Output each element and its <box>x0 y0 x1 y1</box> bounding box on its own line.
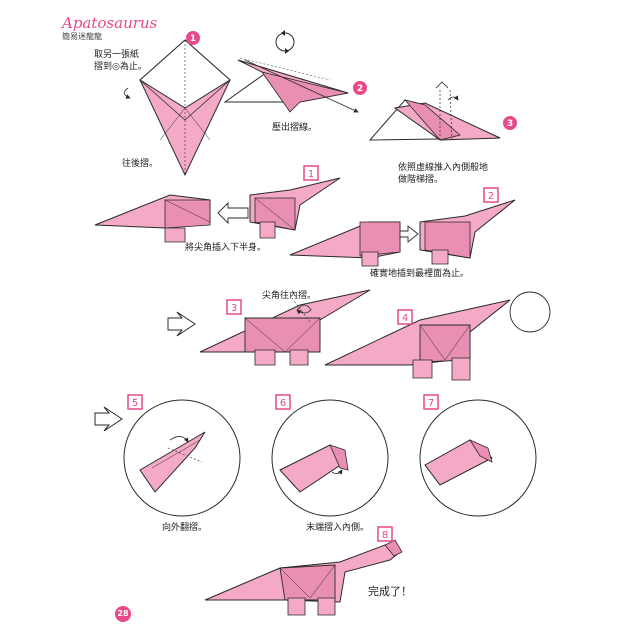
square-step-7: 7 <box>423 394 439 410</box>
caption-insert-fully: 確實地插到最裡面為止。 <box>370 269 470 279</box>
square-step-5: 5 <box>127 394 143 410</box>
page-number: 28 <box>115 606 131 622</box>
finished-apatosaurus <box>204 539 403 616</box>
circle-step-3: 3 <box>503 116 517 130</box>
flatten-fold-figure <box>223 30 359 113</box>
caption-tuck-end: 末端摺入內側。 <box>306 523 370 533</box>
square-step-2: 2 <box>483 187 499 203</box>
square-step-8-label: 8 <box>382 530 388 541</box>
circle-step-1-label: 1 <box>190 34 196 44</box>
caption-tip-inward: 尖角往內摺。 <box>262 291 317 301</box>
caption-step-fold-b: 做階梯摺。 <box>398 175 444 185</box>
page-subtitle: 簡易迷龍龍 <box>62 32 102 41</box>
neck-detail-7 <box>419 399 537 517</box>
caption-finished: 完成了！ <box>368 585 412 598</box>
square-step-5-label: 5 <box>132 398 138 409</box>
square-step-1-label: 1 <box>308 169 314 180</box>
caption-take-paper: 取另一張紙 <box>94 50 140 60</box>
square-step-3: 3 <box>226 299 242 315</box>
neck-detail-6 <box>271 399 389 517</box>
square-step-4: 4 <box>397 309 413 325</box>
neck-detail-5 <box>94 399 241 517</box>
body-inserted-figure <box>289 199 516 267</box>
square-step-6-label: 6 <box>280 398 286 409</box>
caption-fold-back: 往後摺。 <box>122 159 159 169</box>
caption-outside-reverse: 向外翻摺。 <box>162 523 208 533</box>
square-step-1: 1 <box>303 165 319 181</box>
circle-step-2: 2 <box>353 81 367 95</box>
step-fold-figure <box>368 81 501 141</box>
square-step-4-label: 4 <box>402 313 408 324</box>
square-step-6: 6 <box>275 394 291 410</box>
kite-fold-figure <box>124 39 231 177</box>
caption-fold-to-mark: 摺到◎為止。 <box>94 62 147 72</box>
square-step-8: 8 <box>377 526 393 542</box>
caption-insert-tip: 將尖角插入下半身。 <box>185 243 267 253</box>
circle-step-2-label: 2 <box>357 84 363 94</box>
square-step-3-label: 3 <box>231 303 237 314</box>
combined-body-figure-a <box>167 289 371 366</box>
combined-body-figure-b <box>324 291 551 381</box>
page-title: Apatosaurus <box>62 14 158 32</box>
circle-step-3-label: 3 <box>507 119 513 129</box>
caption-crease: 壓出摺線。 <box>272 123 318 133</box>
square-step-2-label: 2 <box>488 191 494 202</box>
body-insert-figure <box>94 177 341 243</box>
caption-step-fold-a: 依照虛線推入內側般地 <box>398 163 489 173</box>
square-step-7-label: 7 <box>428 398 434 409</box>
circle-step-1: 1 <box>186 31 200 45</box>
